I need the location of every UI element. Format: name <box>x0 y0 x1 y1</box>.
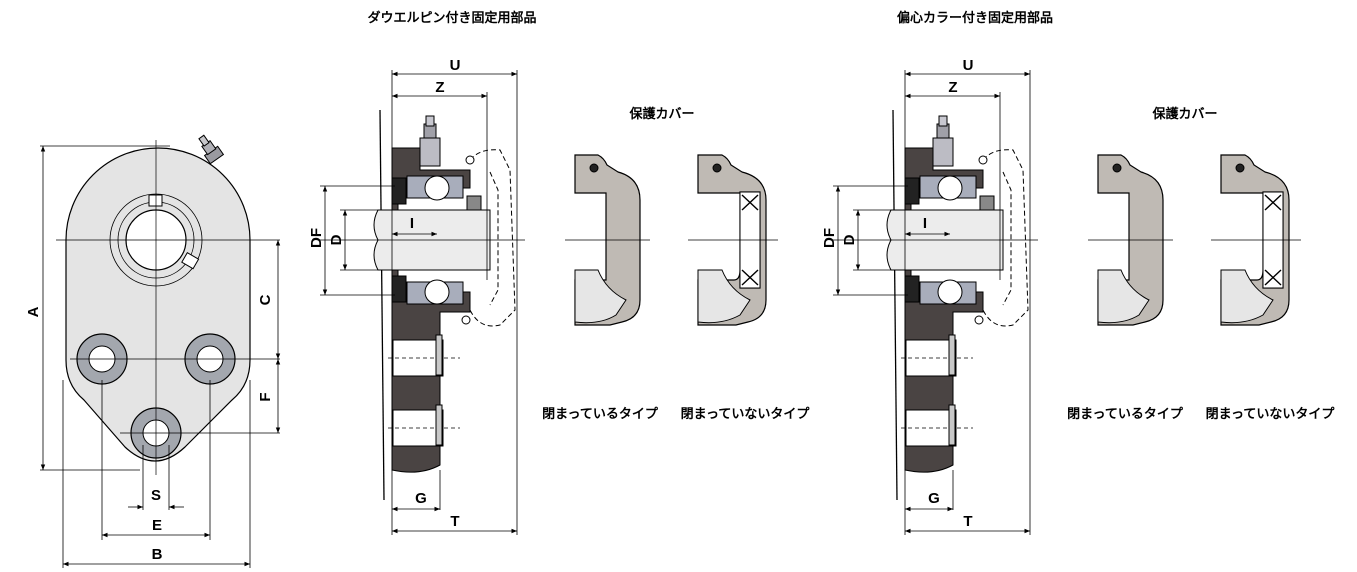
dim-I-left: I <box>410 215 414 232</box>
title-eccentric-collar: 偏心カラー付き固定用部品 <box>897 10 1053 26</box>
dim-S: S <box>151 487 161 504</box>
caption-closed-type-left: 閉まっているタイプ <box>542 407 659 422</box>
cover-open-type <box>688 154 778 326</box>
dim-Z-right: Z <box>948 79 957 96</box>
dim-Z-left: Z <box>435 79 444 96</box>
caption-open-type-right: 閉まっていないタイプ <box>1206 407 1336 422</box>
dim-T-left: T <box>450 513 459 530</box>
set-screw-top <box>148 194 163 207</box>
grease-nipple-icon <box>419 115 441 167</box>
dim-F: F <box>257 392 274 401</box>
dim-E: E <box>152 517 162 534</box>
dim-I-right: I <box>923 215 927 232</box>
dim-T-right: T <box>963 513 972 530</box>
dim-D-left: D <box>328 234 345 245</box>
ball <box>424 175 450 201</box>
section-view-eccentric-collar <box>833 70 1038 535</box>
caption-protective-cover-left: 保護カバー <box>628 106 694 122</box>
section-view-dowel-pin <box>320 70 525 535</box>
cover-closed-type <box>565 154 650 326</box>
dim-D-right: D <box>841 234 858 245</box>
dim-U-right: U <box>963 57 974 74</box>
dim-G-left: G <box>415 490 427 507</box>
caption-open-type-left: 閉まっていないタイプ <box>681 407 811 422</box>
dim-DF-left: DF <box>308 228 325 248</box>
cover-closed-type-right <box>1087 154 1174 326</box>
title-dowel-pin: ダウエルピン付き固定用部品 <box>367 10 536 26</box>
caption-closed-type-right: 閉まっているタイプ <box>1067 407 1184 422</box>
dim-U-left: U <box>450 57 461 74</box>
cover-open-type-right <box>1210 154 1302 326</box>
grease-nipple-icon <box>198 134 225 165</box>
dim-A: A <box>25 306 42 317</box>
dim-G-right: G <box>928 490 940 507</box>
dim-C: C <box>257 294 274 305</box>
set-screw-side <box>181 251 200 270</box>
dim-DF-right: DF <box>821 228 838 248</box>
front-view: A C F B E S <box>25 134 281 568</box>
caption-protective-cover-right: 保護カバー <box>1151 106 1217 122</box>
dim-B: B <box>152 546 163 563</box>
